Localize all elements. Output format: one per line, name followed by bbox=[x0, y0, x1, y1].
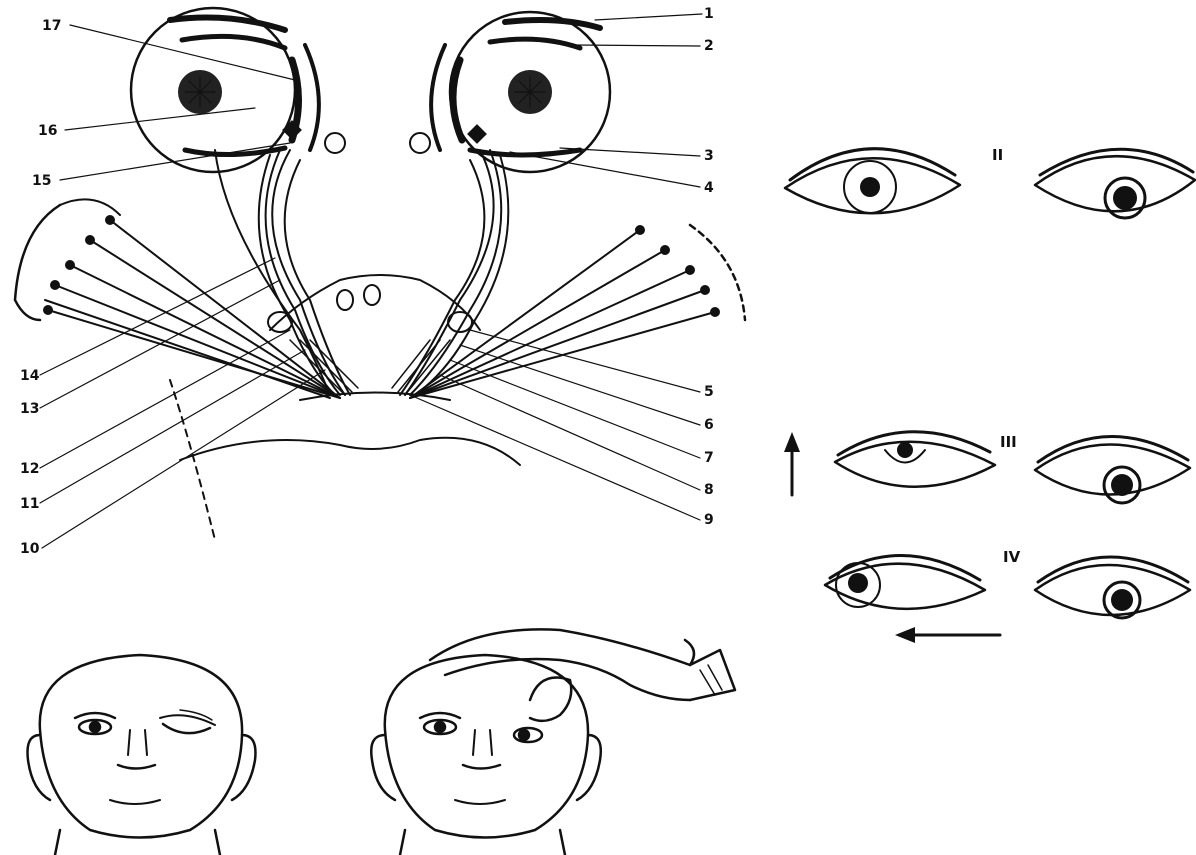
label-16: 16 bbox=[38, 123, 57, 139]
eye-icon bbox=[1035, 149, 1195, 218]
face-icon bbox=[371, 655, 601, 855]
label-11: 11 bbox=[20, 496, 39, 512]
panel-iii-label: III bbox=[1000, 433, 1017, 451]
left-eyeball bbox=[131, 8, 345, 172]
hand-icon bbox=[430, 629, 735, 721]
panel-iv-label: IV bbox=[1003, 548, 1021, 566]
gaze-panels: II III bbox=[784, 146, 1195, 643]
panel-ii-label: II bbox=[992, 146, 1003, 164]
label-3: 3 bbox=[704, 148, 714, 164]
label-8: 8 bbox=[704, 482, 714, 498]
arrow-up-icon bbox=[784, 432, 800, 495]
panel-ii: II bbox=[785, 146, 1195, 218]
label-1: 1 bbox=[704, 6, 714, 22]
arrow-left-icon bbox=[895, 627, 1000, 643]
label-9: 9 bbox=[704, 512, 714, 528]
label-5: 5 bbox=[704, 384, 714, 400]
label-10: 10 bbox=[20, 541, 40, 557]
label-12: 12 bbox=[20, 461, 39, 477]
right-labels: 1 2 3 4 5 6 7 8 9 bbox=[704, 6, 714, 528]
label-15: 15 bbox=[32, 173, 51, 189]
eye-icon bbox=[1035, 557, 1190, 618]
panel-iii: III bbox=[784, 432, 1190, 503]
label-2: 2 bbox=[704, 38, 714, 54]
faces bbox=[28, 629, 736, 855]
label-14: 14 bbox=[20, 368, 40, 384]
label-6: 6 bbox=[704, 417, 714, 433]
label-7: 7 bbox=[704, 450, 714, 466]
eye-icon bbox=[1035, 436, 1190, 503]
label-4: 4 bbox=[704, 180, 714, 196]
eye-icon bbox=[785, 149, 960, 214]
label-13: 13 bbox=[20, 401, 39, 417]
label-17: 17 bbox=[42, 18, 61, 34]
panel-iv: IV bbox=[825, 548, 1190, 643]
brainstem bbox=[170, 275, 520, 540]
eye-icon bbox=[835, 432, 995, 487]
eye-icon bbox=[825, 555, 985, 608]
left-fan bbox=[15, 199, 340, 398]
leader-lines bbox=[40, 14, 702, 548]
face-icon bbox=[28, 655, 256, 855]
right-eyeball bbox=[410, 12, 610, 172]
anatomy-illustration: 1 2 3 4 5 6 7 8 9 17 16 15 14 13 12 11 1… bbox=[15, 6, 745, 557]
